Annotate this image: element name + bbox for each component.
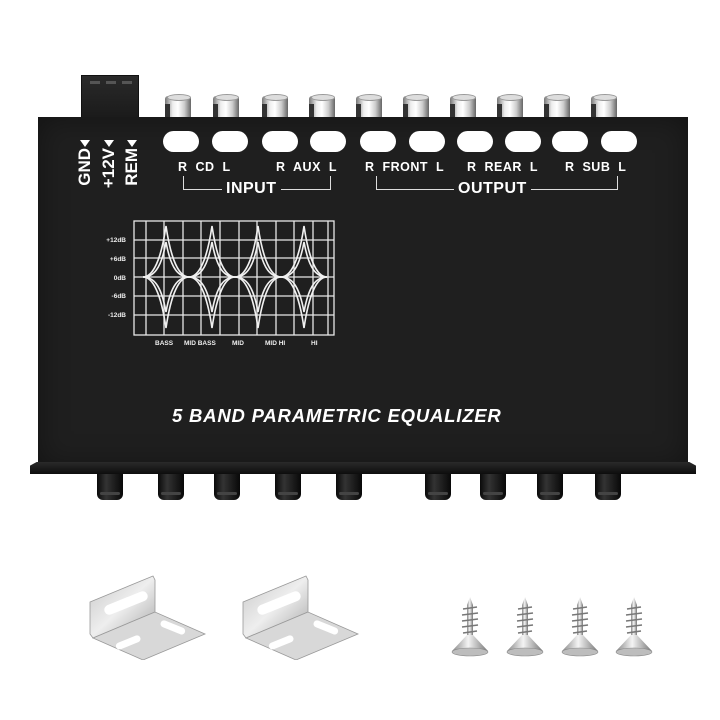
rca-jack-rear-l [497,94,523,120]
jack-hole [163,131,199,152]
screw-icon [561,597,599,657]
band-label-mid-hi: MID HI [265,340,286,347]
rca-jack-rear-r [450,94,476,120]
band-label-bass: BASS [155,340,174,347]
eq-response-graph [133,220,335,336]
output-group-title: OUTPUT [454,180,531,198]
mounting-bracket-icon [242,575,360,660]
channel-label-front: R FRONT L [365,160,445,174]
rca-jack-sub-r [544,94,570,120]
channel-label-sub: R SUB L [565,160,627,174]
jack-hole [601,131,637,152]
input-group-title: INPUT [222,180,281,198]
product-title: 5 BAND PARAMETRIC EQUALIZER [172,405,502,426]
arrow-down-icon [80,140,90,147]
eq-knob [336,474,362,500]
rca-jack-sub-l [591,94,617,120]
eq-knob [275,474,301,500]
band-label-mid: MID [232,340,244,347]
jack-hole [409,131,445,152]
jack-hole [505,131,541,152]
channel-label-cd: R CD L [178,160,231,174]
eq-knob [480,474,506,500]
rca-jack-cd-r [165,94,191,120]
arrow-down-icon [104,140,114,147]
power-terminal-block [81,75,139,120]
eq-knob [595,474,621,500]
eq-knob [425,474,451,500]
rca-jack-aux-r [262,94,288,120]
screw-icon [615,597,653,657]
eq-knob [97,474,123,500]
db-label: +12dB [106,237,126,244]
screw-icon [451,597,489,657]
jack-hole [262,131,298,152]
db-label: -6dB [111,293,126,300]
jack-hole [360,131,396,152]
arrow-down-icon [127,140,137,147]
eq-knob [214,474,240,500]
band-label-hi: HI [311,340,318,347]
eq-knob [537,474,563,500]
rca-jack-front-r [356,94,382,120]
channel-label-aux: R AUX L [276,160,337,174]
panel-flange [30,462,696,474]
power-label-rem: REM [122,148,141,186]
db-label: 0dB [113,275,126,282]
jack-hole [552,131,588,152]
jack-hole [310,131,346,152]
band-label-mid-bass: MID BASS [184,340,216,347]
jack-hole [457,131,493,152]
rca-jack-front-l [403,94,429,120]
screw-icon [506,597,544,657]
rca-jack-cd-l [213,94,239,120]
power-label-12v: +12V [99,148,118,189]
rca-jack-aux-l [309,94,335,120]
jack-hole [212,131,248,152]
eq-knob [158,474,184,500]
channel-label-rear: R REAR L [467,160,538,174]
power-label-gnd: GND [75,148,94,186]
db-label: +6dB [109,256,126,263]
db-label: -12dB [107,312,126,319]
mounting-bracket-icon [89,575,207,660]
